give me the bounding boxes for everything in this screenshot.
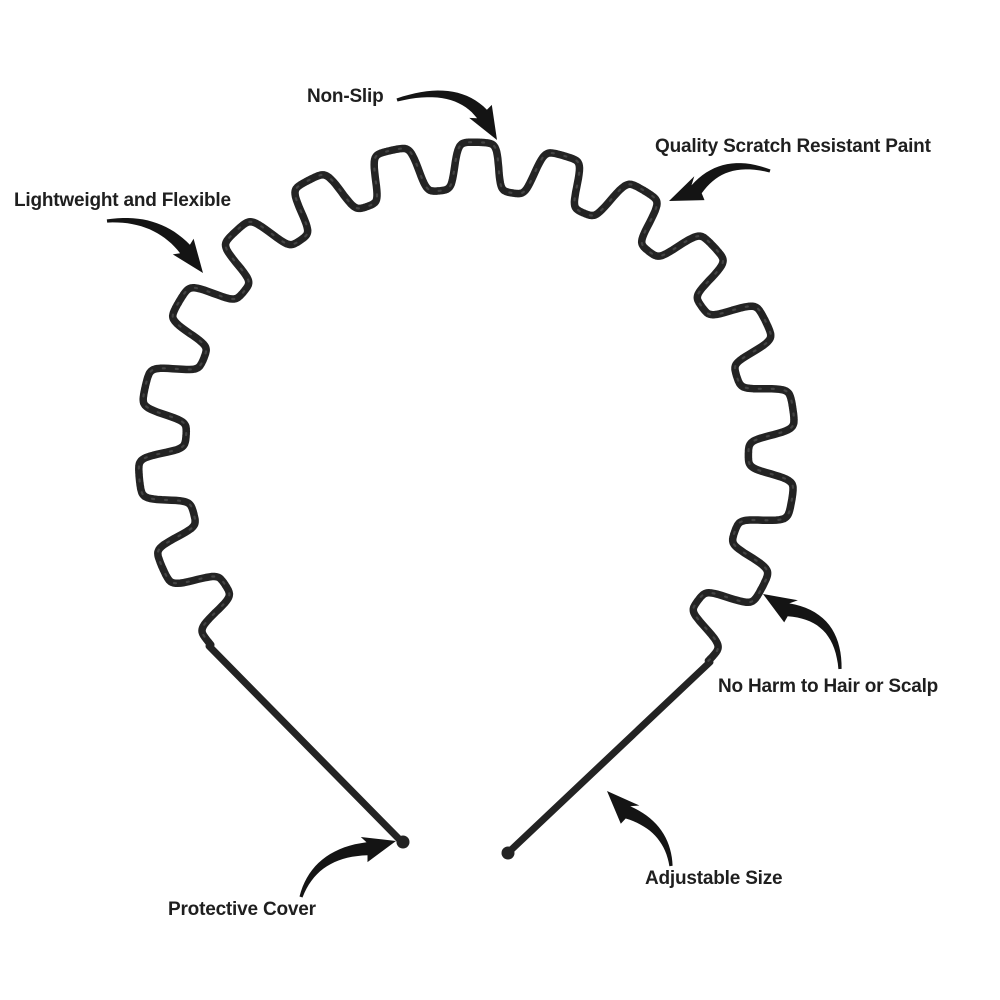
adjustable-size-arrow-icon <box>607 791 673 867</box>
label-lightweight: Lightweight and Flexible <box>14 190 231 211</box>
protective-cover-tip-left <box>396 835 410 849</box>
quality-paint-arrow-icon <box>669 163 771 201</box>
non-slip-arrow-icon <box>396 90 497 140</box>
label-no-harm: No Harm to Hair or Scalp <box>718 676 939 697</box>
protective-cover-tip-right <box>501 846 515 860</box>
headband-product <box>135 138 798 860</box>
protective-cover-arrow-icon <box>299 837 396 898</box>
headband-left-arm <box>205 642 403 843</box>
label-quality-paint: Quality Scratch Resistant Paint <box>655 136 931 157</box>
label-protective-cover: Protective Cover <box>168 899 316 920</box>
headband-right-arm <box>507 658 714 854</box>
no-harm-arrow-icon <box>763 594 842 670</box>
headband-wire-highlight <box>137 141 796 662</box>
callout-arrows <box>106 90 842 898</box>
lightweight-arrow-icon <box>106 218 203 273</box>
headband-wire <box>135 138 798 665</box>
label-adjustable-size: Adjustable Size <box>645 868 783 889</box>
label-non-slip: Non-Slip <box>307 86 384 107</box>
